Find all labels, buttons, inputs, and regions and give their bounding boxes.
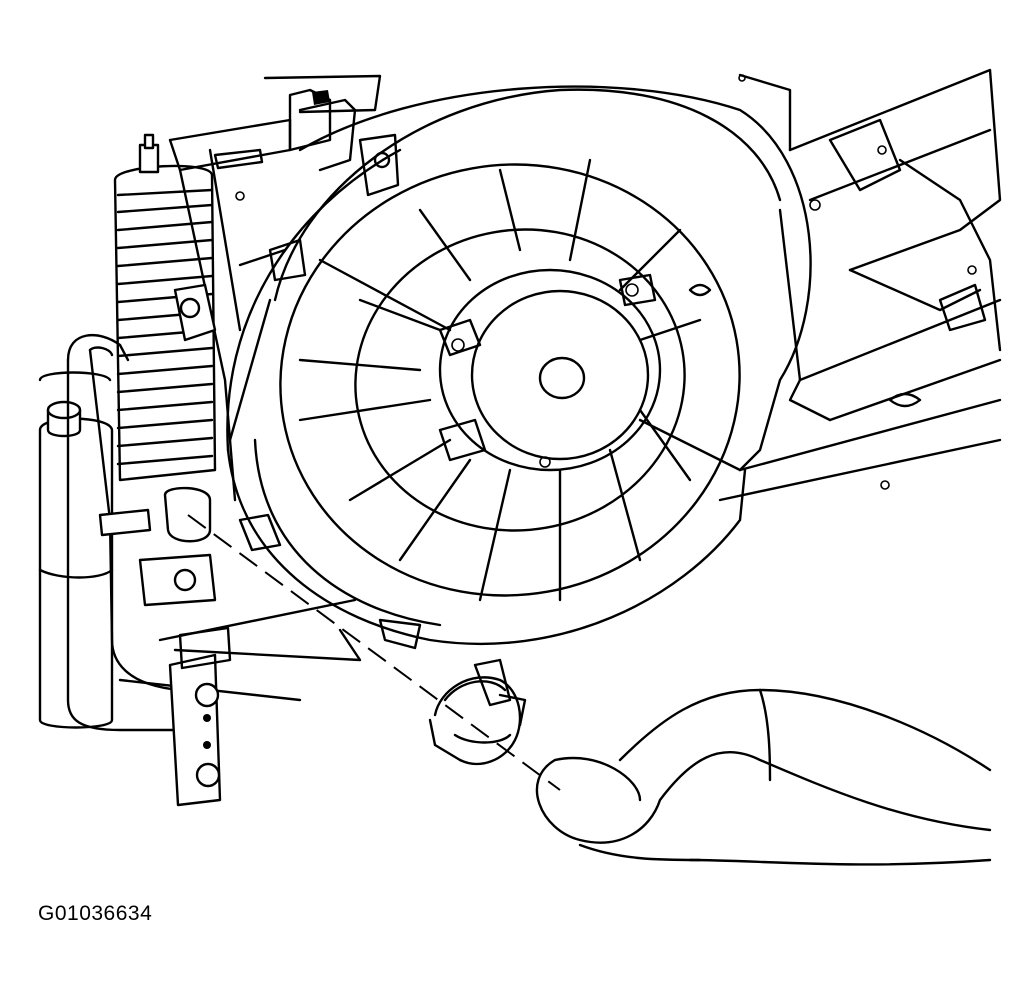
- coolant-pipe: [66, 333, 182, 732]
- connector-plate: [138, 486, 232, 807]
- figure-id: G01036634: [38, 902, 153, 925]
- radiator-tank: [113, 133, 217, 482]
- hose-routing-line: [187, 514, 561, 791]
- hose-clamp: [428, 658, 527, 766]
- fan-blades: [279, 158, 741, 602]
- upper-bracket: [238, 88, 400, 282]
- fan-motor-hub: [438, 268, 712, 472]
- radiator-hose: [535, 688, 992, 866]
- coolant-reservoir: [38, 371, 114, 729]
- radiator-frame: [118, 118, 362, 702]
- engine-structure: [263, 68, 1002, 502]
- shroud-clips: [238, 513, 422, 650]
- fan-shroud: [226, 85, 812, 646]
